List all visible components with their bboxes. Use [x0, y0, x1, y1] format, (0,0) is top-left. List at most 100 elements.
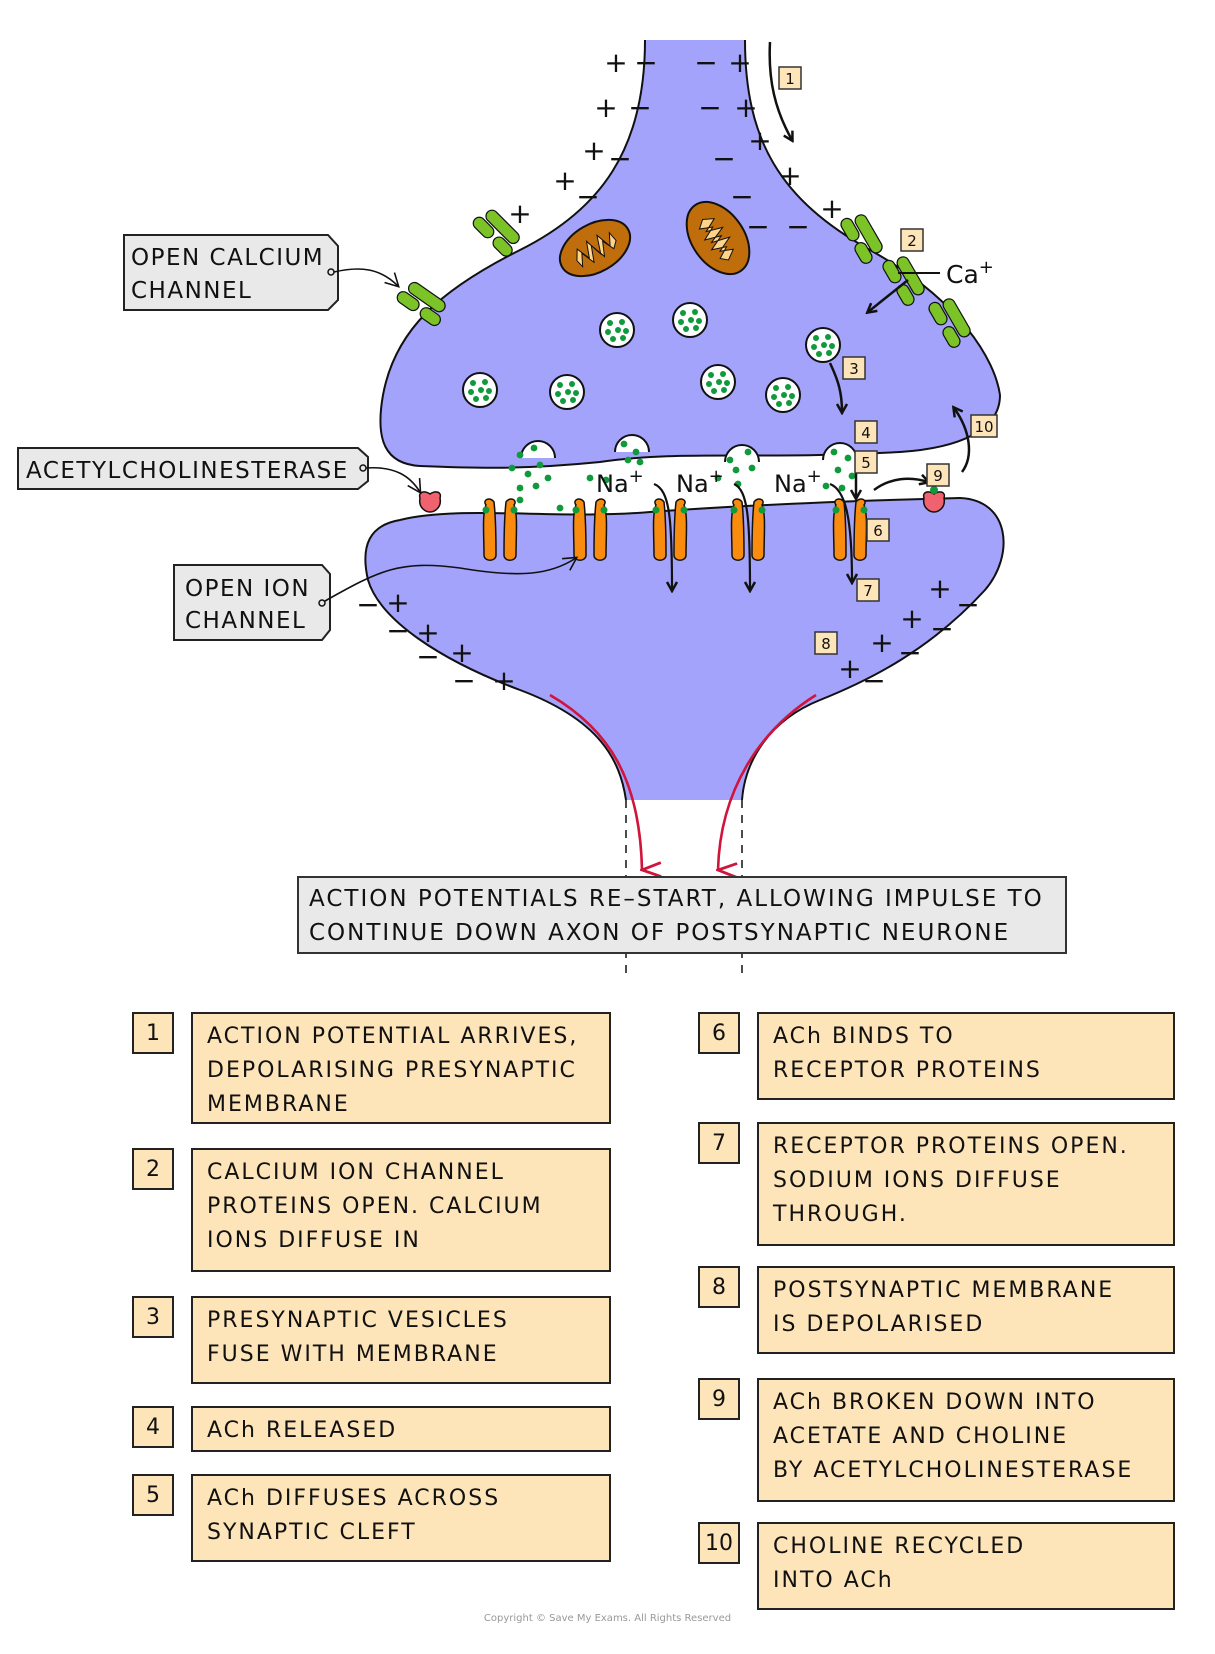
step-description: POSTSYNAPTIC MEMBRANE IS DEPOLARISED	[757, 1266, 1175, 1354]
impulse-continuation-arrow	[549, 693, 642, 870]
vesicle-icon	[549, 374, 585, 410]
step-number: 8	[698, 1266, 740, 1308]
svg-text:6: 6	[873, 522, 883, 540]
step-marker-3: 3	[842, 356, 866, 380]
calcium-influx-arrow	[868, 279, 909, 312]
step-description: ACTION POTENTIAL ARRIVES, DEPOLARISING P…	[191, 1012, 611, 1124]
calcium-channel-icon	[840, 214, 883, 264]
receptor-protein-icon	[652, 498, 688, 561]
acetylcholine-dot	[714, 474, 722, 482]
positive-charge-sign: +	[748, 124, 771, 157]
negative-charge-sign: −	[386, 614, 409, 647]
open-ion-channel-tag: OPEN ION CHANNEL	[173, 556, 579, 641]
step-description: CALCIUM ION CHANNEL PROTEINS OPEN. CALCI…	[191, 1148, 611, 1272]
step-number: 1	[132, 1012, 174, 1054]
svg-text:3: 3	[849, 360, 859, 378]
step-marker-4: 4	[854, 420, 878, 444]
negative-charge-sign: −	[608, 142, 631, 175]
positive-charge-sign: +	[838, 652, 861, 685]
choline-recycle-arrow	[954, 408, 971, 473]
positive-charge-sign: +	[820, 192, 843, 225]
impulse-continuation-arrow	[718, 693, 817, 870]
vesicle-icon	[462, 372, 498, 408]
positive-charge-sign: +	[416, 616, 439, 649]
fusing-vesicle-icon	[520, 440, 556, 459]
acetylcholine-dot	[516, 496, 524, 504]
step-item: 4 ACh RELEASED	[132, 1406, 611, 1452]
negative-charge-sign: −	[356, 588, 379, 621]
step-number: 3	[132, 1296, 174, 1338]
negative-charge-sign: −	[698, 91, 721, 124]
acetylcholine-dot	[532, 482, 540, 490]
acetylcholine-dot	[536, 461, 544, 469]
svg-text:10: 10	[974, 418, 993, 436]
acetylcholinesterase-tag: ACETYLCHOLINESTERASE	[17, 447, 422, 495]
step-description: ACh BINDS TO RECEPTOR PROTEINS	[757, 1012, 1175, 1100]
acetylcholinesterase-enzyme-icon	[922, 486, 946, 513]
membrane-charges: +−−++−−++−−++−−++−+−+−+−+−+−+−+−+−+−	[356, 46, 979, 697]
svg-text:CHANNEL: CHANNEL	[185, 608, 306, 634]
svg-text:CHANNEL: CHANNEL	[131, 278, 252, 304]
negative-charge-sign: −	[694, 46, 717, 79]
acetylcholine-dot	[586, 474, 594, 482]
negative-charge-sign: −	[416, 640, 439, 673]
negative-charge-sign: −	[628, 91, 651, 124]
step-number: 10	[698, 1522, 740, 1564]
svg-text:ACETYLCHOLINESTERASE: ACETYLCHOLINESTERASE	[26, 458, 349, 484]
negative-charge-sign: −	[452, 664, 475, 697]
acetylcholine-dot	[556, 504, 564, 512]
calcium-ion-label: Ca+	[946, 257, 994, 289]
svg-text:4: 4	[861, 424, 871, 442]
acetylcholinesterase-enzyme-icon	[418, 491, 442, 513]
step-number: 9	[698, 1378, 740, 1420]
vesicle-icon	[599, 312, 635, 348]
mitochondrion-icon	[558, 218, 632, 278]
negative-charge-sign: −	[576, 180, 599, 213]
synaptic-vesicles	[462, 302, 858, 463]
svg-text:8: 8	[821, 635, 831, 653]
sodium-flow-arrow	[733, 482, 750, 590]
positive-charge-sign: +	[450, 636, 473, 669]
receptor-protein-icon	[482, 498, 518, 561]
acetylcholine-dot	[822, 482, 830, 490]
receptor-proteins	[482, 498, 868, 561]
step-description: ACh RELEASED	[191, 1406, 611, 1452]
mitochondrion-icon	[685, 200, 751, 276]
vesicle-icon	[805, 327, 841, 363]
step-number: 7	[698, 1122, 740, 1164]
calcium-channels	[396, 209, 971, 348]
acetylcholine-dot	[848, 472, 856, 480]
acetylcholine-dot	[744, 448, 752, 456]
acetylcholine-dot	[602, 476, 610, 484]
svg-text:OPEN ION: OPEN ION	[185, 576, 310, 602]
copyright-notice: Copyright © Save My Exams. All Rights Re…	[483, 1613, 732, 1624]
positive-charge-sign: +	[508, 197, 531, 230]
ach-breakdown-arrow	[873, 479, 928, 492]
negative-charge-sign: −	[898, 636, 921, 669]
positive-charge-sign: +	[870, 626, 893, 659]
calcium-channel-icon	[472, 209, 520, 257]
calcium-channel-icon	[396, 281, 446, 327]
positive-charge-sign: +	[900, 602, 923, 635]
step-number: 5	[132, 1474, 174, 1516]
step-item: 2 CALCIUM ION CHANNEL PROTEINS OPEN. CALC…	[132, 1148, 611, 1272]
presynaptic-membrane-bottom	[419, 394, 1001, 469]
positive-charge-sign: +	[778, 159, 801, 192]
acetylcholine-dot	[838, 484, 846, 492]
svg-text:9: 9	[933, 467, 943, 485]
acetylcholine-molecules	[508, 440, 856, 512]
step-number: 4	[132, 1406, 174, 1448]
svg-text:1: 1	[785, 70, 795, 88]
positive-charge-sign: +	[928, 572, 951, 605]
result-statement: ACTION POTENTIALS RE–START, ALLOWING IMP…	[297, 876, 1067, 954]
svg-text:7: 7	[863, 582, 873, 600]
step-marker-9: 9	[926, 463, 950, 487]
acetylcholine-dot	[516, 451, 524, 459]
step-number: 2	[132, 1148, 174, 1190]
acetylcholine-dot	[834, 466, 842, 474]
step-marker-2: 2	[900, 228, 924, 252]
